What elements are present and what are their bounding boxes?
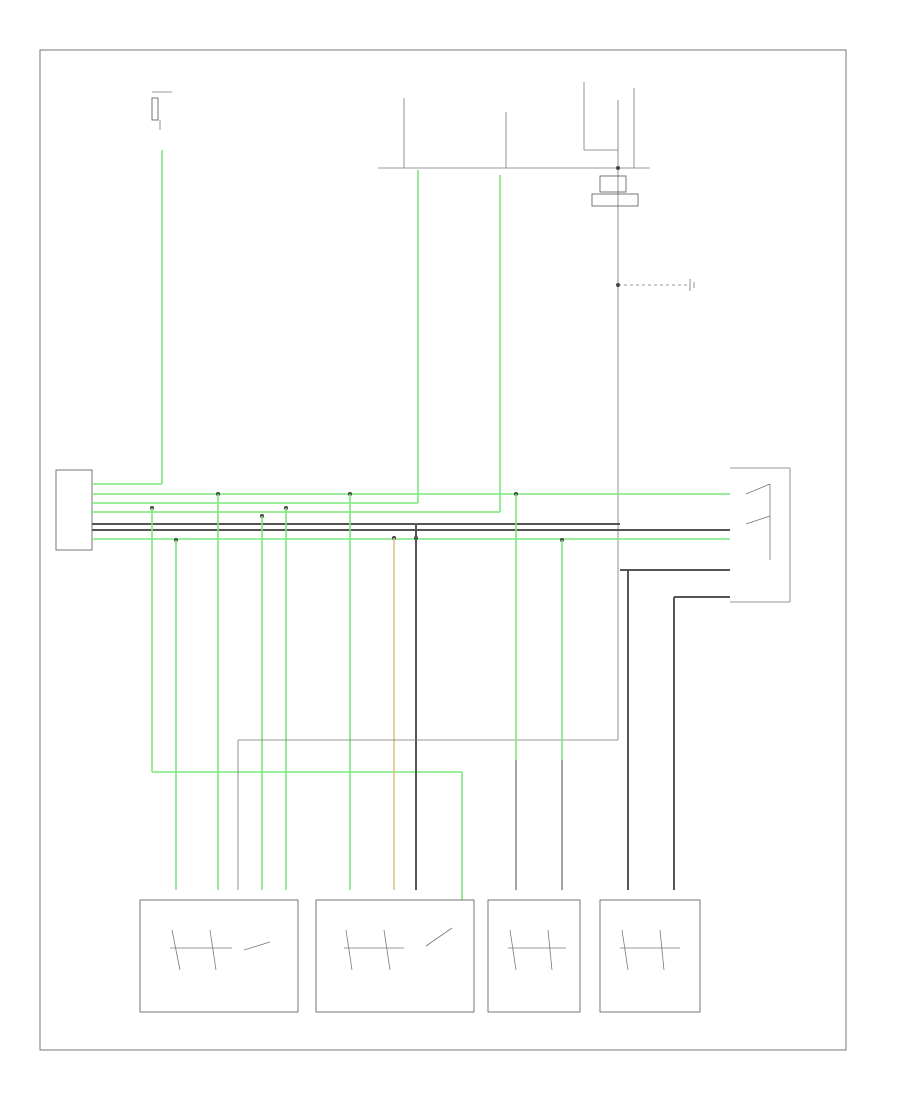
junctions [150, 166, 620, 542]
vertical-feeds [161, 150, 501, 512]
door-lock-3 [487, 899, 581, 1013]
control-unit-left [55, 469, 93, 551]
diagram-frame [39, 49, 847, 1051]
ground-right [618, 279, 695, 291]
door-lock-4 [599, 899, 701, 1013]
relay-row-top [378, 82, 650, 740]
fuse-top-left [151, 91, 172, 130]
door-lock-1 [139, 899, 299, 1013]
switch-right [730, 467, 791, 603]
bus-wires [92, 483, 730, 598]
door-lock-2 [315, 899, 475, 1013]
branch-wires [151, 494, 675, 900]
